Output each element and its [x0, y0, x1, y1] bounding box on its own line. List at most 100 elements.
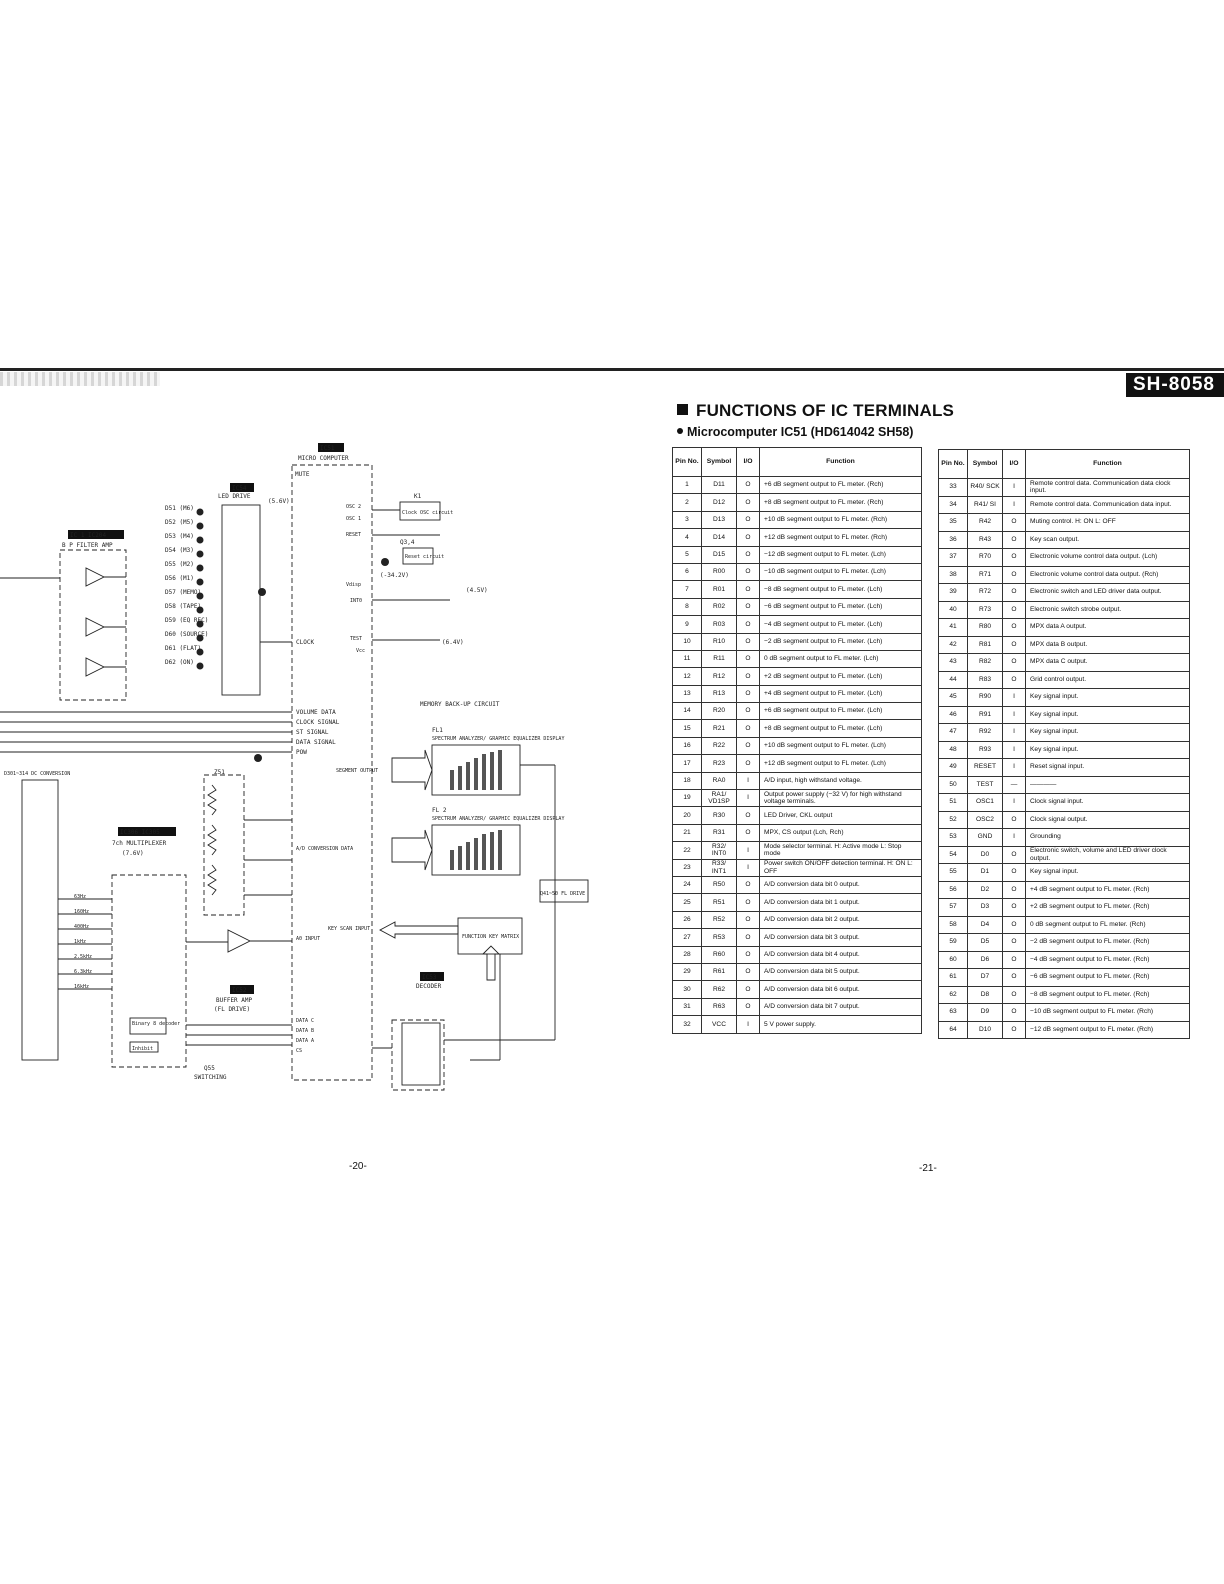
io-cell: O	[736, 945, 760, 964]
io-cell: O	[1002, 915, 1026, 934]
subtitle-text: Microcomputer IC51 (HD614042 SH58)	[687, 425, 914, 439]
function-cell: 5 V power supply.	[759, 1015, 922, 1034]
pin-cell: 32	[672, 1015, 702, 1034]
symbol-cell: D14	[701, 528, 737, 547]
function-cell: −8 dB segment output to FL meter. (Rch)	[1025, 985, 1190, 1004]
ic52-label: IC52	[232, 987, 247, 994]
scan-artifact	[0, 372, 160, 386]
io-cell: O	[1002, 670, 1026, 689]
binary-decoder-label: Binary 8 decoder	[132, 1021, 180, 1027]
function-cell: A/D conversion data bit 2 output.	[759, 910, 922, 930]
led-label: D60 (SOURCE)	[165, 631, 208, 638]
fl2-label: FL 2	[432, 807, 447, 814]
voltage-label: (7.6V)	[122, 850, 144, 857]
block-diagram-schematic: IC51 MICRO COMPUTER IC54 LED DRIVE IC 1 …	[0, 443, 589, 1091]
symbol-cell: R23	[701, 754, 737, 773]
inhibit-label: Inhibit	[132, 1046, 153, 1052]
function-cell: +2 dB segment output to FL meter. (Lch)	[759, 667, 922, 686]
io-cell: O	[736, 962, 760, 982]
io-cell: O	[1002, 845, 1026, 864]
io-cell: O	[736, 667, 760, 686]
io-cell: I	[1002, 723, 1026, 742]
io-cell: O	[1002, 863, 1026, 882]
function-cell: Grid control output.	[1025, 670, 1190, 689]
symbol-cell: R73	[967, 600, 1003, 619]
io-cell: I	[1002, 495, 1026, 514]
fl-drive-label: Q41~50 FL DRIVE	[540, 891, 585, 897]
pin-cell: 38	[938, 565, 968, 584]
pin-cell: 29	[672, 962, 702, 982]
symbol-cell: R51	[701, 893, 737, 912]
function-cell: MPX data A output.	[1025, 618, 1190, 637]
mute-label: MUTE	[295, 471, 310, 478]
pin-cell: 46	[938, 705, 968, 724]
pin-cell: 13	[672, 684, 702, 704]
key-scan-label: KEY SCAN INPUT	[328, 926, 370, 932]
io-cell: O	[736, 736, 760, 756]
symbol-cell: R72	[967, 583, 1003, 602]
io-cell: O	[736, 928, 760, 947]
io-cell: O	[736, 632, 760, 651]
pin-cell: 3	[672, 510, 702, 530]
ic306-label: IC306 IC305	[120, 829, 160, 836]
function-cell: Clock signal output.	[1025, 810, 1190, 829]
pin-cell: 39	[938, 583, 968, 602]
pin-cell: 40	[938, 600, 968, 619]
pin-cell: 24	[672, 875, 702, 895]
io-cell: O	[736, 528, 760, 547]
section-title-text: FUNCTIONS OF IC TERMINALS	[696, 401, 955, 420]
symbol-cell: R11	[701, 649, 737, 669]
io-cell: —	[1002, 775, 1026, 794]
pin-cell: 1	[672, 475, 702, 495]
io-cell: O	[1002, 968, 1026, 987]
io-cell: I	[736, 789, 760, 808]
memory-backup-label: MEMORY BACK-UP CIRCUIT	[420, 701, 500, 708]
function-cell: Key signal input.	[1025, 863, 1190, 882]
symbol-cell: RESET	[967, 758, 1003, 777]
function-cell: Key signal input.	[1025, 688, 1190, 707]
symbol-cell: R62	[701, 980, 737, 999]
switching-label: SWITCHING	[194, 1074, 227, 1081]
function-cell: Key signal input.	[1025, 705, 1190, 724]
io-cell: O	[1002, 1003, 1026, 1022]
function-cell: +8 dB segment output to FL meter. (Rch)	[759, 493, 922, 512]
ic54-label: IC54	[232, 485, 247, 492]
function-cell: Key scan output.	[1025, 530, 1190, 549]
led-label: D52 (M5)	[165, 519, 194, 526]
io-cell: O	[1002, 985, 1026, 1004]
io-cell: O	[1002, 565, 1026, 584]
pin-cell: 63	[938, 1003, 968, 1022]
symbol-cell: R02	[701, 597, 737, 617]
symbol-cell: R22	[701, 736, 737, 756]
top-rule	[0, 368, 1224, 371]
function-cell: +12 dB segment output to FL meter. (Lch)	[759, 754, 922, 773]
io-cell: O	[736, 475, 760, 495]
io-cell: I	[736, 841, 760, 860]
function-cell: Clock signal input.	[1025, 793, 1190, 812]
fl1-desc-label: SPECTRUM ANALYZER/ GRAPHIC EQUALIZER DIS…	[432, 736, 564, 742]
io-cell: O	[736, 649, 760, 669]
pin-cell: 34	[938, 495, 968, 514]
function-cell: A/D input, high withstand voltage.	[759, 771, 922, 791]
led-label: D57 (MEMO)	[165, 589, 201, 596]
function-cell: A/D conversion data bit 1 output.	[759, 893, 922, 912]
io-cell: I	[1002, 478, 1026, 497]
symbol-cell: GND	[967, 828, 1003, 847]
